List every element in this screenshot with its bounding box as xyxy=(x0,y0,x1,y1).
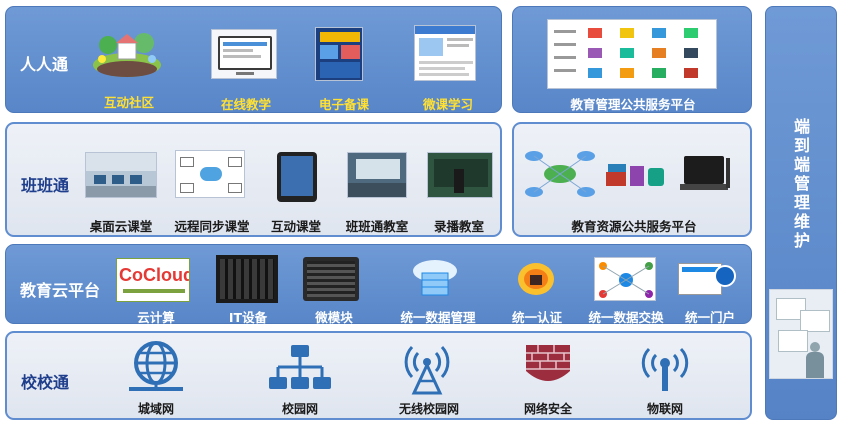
row-education-cloud: 教育云平台 CoCloud 云计算 IT设备 微模块 统一数据管理 统一认证 xyxy=(5,244,752,325)
management-platform-image xyxy=(547,19,717,89)
data-management-image xyxy=(404,257,466,301)
caption-metro-network: 城域网 xyxy=(137,402,175,416)
row-banbantong: 班班通 桌面云课堂 远程同步课堂 互动课堂 班班通教室 录播教室 xyxy=(5,122,502,237)
caption-online-teaching: 在线教学 xyxy=(220,97,272,112)
vertical-char: 端 xyxy=(793,155,810,174)
caption-data-management: 统一数据管理 xyxy=(400,310,476,325)
caption-data-exchange: 统一数据交换 xyxy=(588,310,664,325)
caption-unified-portal: 统一门户 xyxy=(684,310,736,325)
management-platform-panel: 教育管理公共服务平台 xyxy=(512,6,752,113)
cocloud-logo: CoCloud xyxy=(116,258,190,302)
caption-unified-auth: 统一认证 xyxy=(511,310,563,325)
caption-e-lesson: 电子备课 xyxy=(318,97,370,112)
vertical-char: 护 xyxy=(793,231,810,250)
caption-network-security: 网络安全 xyxy=(523,402,573,416)
caption-micro-module: 微模块 xyxy=(315,310,353,325)
unified-portal-image xyxy=(678,257,738,301)
caption-resources-platform: 教育资源公共服务平台 xyxy=(571,219,697,234)
resources-books-image xyxy=(606,160,666,190)
caption-management-platform: 教育管理公共服务平台 xyxy=(570,97,696,112)
caption-interactive-classroom: 互动课堂 xyxy=(270,219,322,234)
caption-it-equipment: IT设备 xyxy=(228,310,268,325)
caption-community: 互动社区 xyxy=(103,95,155,110)
vertical-char: 管 xyxy=(793,174,810,193)
caption-iot: 物联网 xyxy=(646,402,684,416)
row-renrentong: 人人通 互动社区 在线教学 电子备课 xyxy=(5,6,502,113)
caption-micro-course: 微课学习 xyxy=(422,97,474,112)
vertical-title: 端 到 端 管 理 维 护 xyxy=(766,117,838,250)
online-teaching-image xyxy=(211,29,277,79)
row-label: 人人通 xyxy=(20,55,69,74)
globe-network-icon xyxy=(123,339,189,393)
row-label: 教育云平台 xyxy=(20,281,101,300)
unified-auth-image xyxy=(516,257,556,301)
remote-classroom-image xyxy=(175,150,245,198)
vertical-char: 到 xyxy=(793,136,810,155)
cocloud-logo-text: CoCloud xyxy=(119,265,190,285)
caption-remote-classroom: 远程同步课堂 xyxy=(174,219,250,234)
caption-wireless-campus: 无线校园网 xyxy=(398,402,460,416)
interactive-classroom-image xyxy=(277,152,317,202)
iot-antenna-icon xyxy=(635,343,695,393)
vertical-char: 理 xyxy=(793,193,810,212)
banban-classroom-image xyxy=(347,152,407,198)
row-label: 班班通 xyxy=(21,176,70,195)
recording-classroom-image xyxy=(427,152,493,198)
resources-devices-image xyxy=(680,152,738,196)
caption-cloud-classroom: 桌面云课堂 xyxy=(89,219,153,234)
caption-banban-classroom: 班班通教室 xyxy=(345,219,409,234)
caption-cloud-computing: 云计算 xyxy=(137,310,175,325)
hierarchy-network-icon xyxy=(269,345,331,393)
community-image xyxy=(88,23,166,81)
firewall-icon xyxy=(522,341,574,393)
it-equipment-image xyxy=(216,255,278,303)
micro-course-image xyxy=(414,25,476,81)
data-exchange-image xyxy=(594,257,656,301)
caption-campus-network: 校园网 xyxy=(281,402,319,416)
resources-platform-panel: 教育资源公共服务平台 xyxy=(512,122,752,237)
caption-recording-classroom: 录播教室 xyxy=(433,219,485,234)
wireless-tower-icon xyxy=(392,337,462,395)
vertical-char: 端 xyxy=(793,117,810,136)
end-to-end-maintenance-bar: 端 到 端 管 理 维 护 xyxy=(765,6,837,420)
micro-module-image xyxy=(303,257,359,301)
row-label: 校校通 xyxy=(21,373,70,392)
row-xiaoxiaotong: 校校通 城域网 校园网 xyxy=(5,331,752,420)
cloud-classroom-image xyxy=(85,152,157,198)
vertical-char: 维 xyxy=(793,212,810,231)
resources-cloud-image xyxy=(522,146,598,200)
e-lesson-image xyxy=(315,27,363,81)
maintenance-person-image xyxy=(769,289,833,379)
